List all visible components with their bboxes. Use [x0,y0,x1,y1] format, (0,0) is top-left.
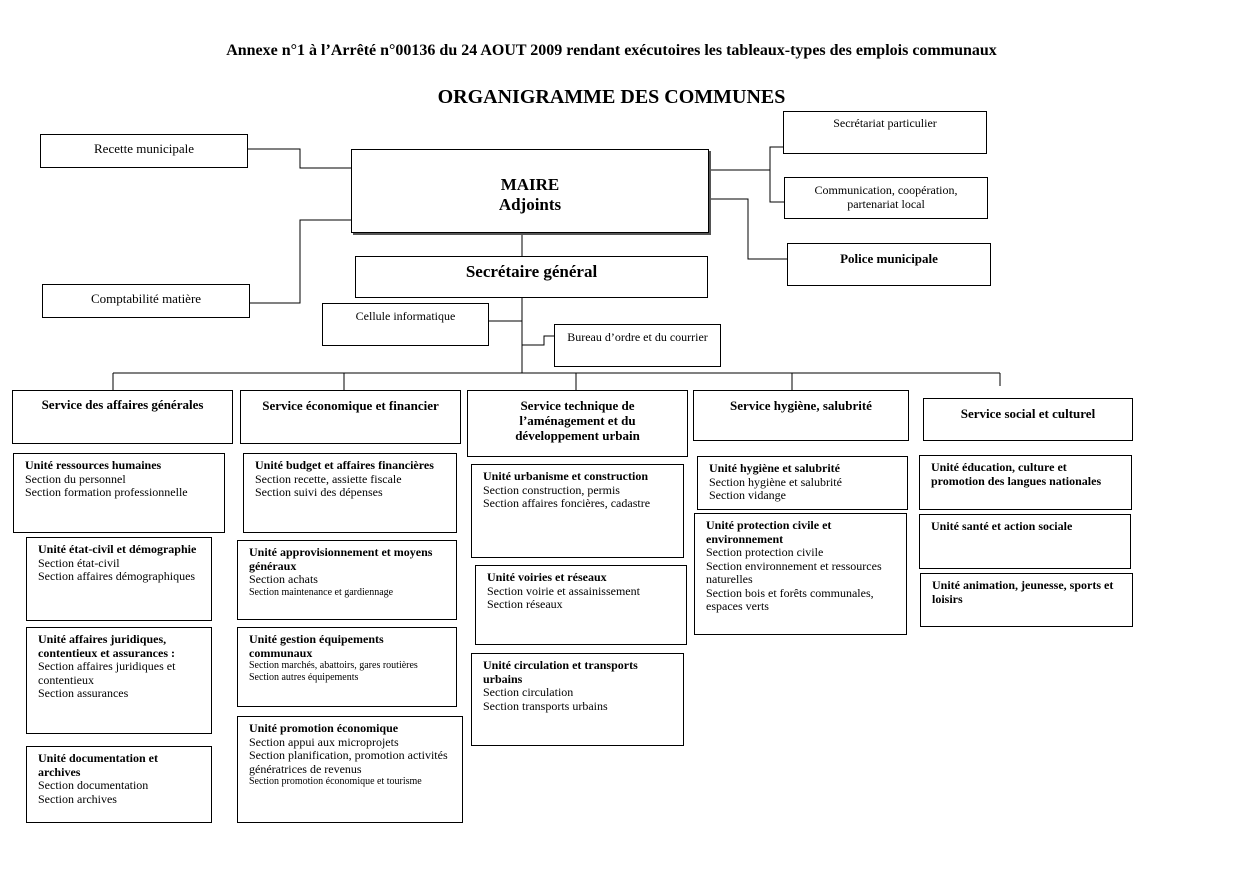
secretariat-particulier-label: Secrétariat particulier [833,116,937,130]
service-social-culturel-label: Service social et culturel [960,406,1096,421]
adjoints-label: Adjoints [498,195,562,214]
unit-section: Section planification, promotion activit… [249,748,448,776]
unit-section: Section appui aux microprojets [249,734,399,749]
unit-section: Section du personnel [25,471,126,486]
recette-municipale-label: Recette municipale [94,141,194,156]
unit-section: Section autres équipements [249,672,359,683]
unit-section: Section achats [249,572,318,586]
unit-section: Section environnement et ressources natu… [706,558,882,586]
secretaire-general-box: Secrétaire général [355,256,708,298]
unit-title: Unité hygiène et salubrité [709,461,840,475]
unit-etat-civil: Unité état-civil et démographie Section … [26,537,212,621]
unit-title: Unité protection civile et environnement [706,518,832,546]
unit-section: Section suivi des dépenses [255,485,383,499]
unit-section: Section voirie et assainissement [487,583,640,598]
unit-section: Section construction, permis [483,482,620,497]
unit-section: Section affaires juridiques et contentie… [38,659,176,687]
maire-box: MAIRE Adjoints [351,149,709,233]
unit-section: Section réseaux [487,597,563,611]
police-municipale-box: Police municipale [787,243,991,286]
bureau-ordre-box: Bureau d’ordre et du courrier [554,324,721,367]
unit-section: Section bois et forêts communales, espac… [706,585,874,613]
unit-section: Section hygiène et salubrité [709,474,842,489]
unit-section: Section maintenance et gardiennage [249,586,394,598]
service-affaires-generales-label: Service des affaires générales [41,397,204,412]
service-social-culturel: Service social et culturel [923,398,1133,441]
unit-ressources-humaines: Unité ressources humaines Section du per… [13,453,225,533]
unit-urbanisme-construction: Unité urbanisme et construction Section … [471,464,684,558]
service-economique-financier-label: Service économique et financier [262,398,439,413]
unit-documentation-archives: Unité documentation et archives Section … [26,746,212,823]
unit-section: Section affaires foncières, cadastre [483,496,651,510]
cellule-informatique-label: Cellule informatique [355,309,456,323]
unit-approvisionnement: Unité approvisionnement et moyens généra… [237,540,457,620]
unit-affaires-juridiques: Unité affaires juridiques, contentieux e… [26,627,212,734]
unit-circulation-transports: Unité circulation et transports urbains … [471,653,684,746]
unit-title: Unité documentation et archives [38,751,158,779]
unit-section: Section recette, assiette fiscale [255,471,402,486]
comptabilite-matiere-label: Comptabilité matière [90,291,202,306]
unit-education-culture: Unité éducation, culture et promotion de… [919,455,1132,510]
unit-title: Unité affaires juridiques, contentieux e… [38,632,175,660]
unit-title: Unité gestion équipements communaux [249,632,384,660]
unit-title: Unité promotion économique [249,721,399,735]
unit-sante-action-sociale: Unité santé et action sociale [919,514,1131,569]
unit-section: Section transports urbains [483,698,608,713]
recette-municipale-box: Recette municipale [40,134,248,168]
bureau-ordre-label: Bureau d’ordre et du courrier [567,330,708,344]
police-municipale-label: Police municipale [840,251,938,266]
unit-title: Unité état-civil et démographie [38,542,197,556]
unit-title: Unité éducation, culture et promotion de… [931,460,1102,488]
unit-title: Unité animation, jeunesse, sports et loi… [932,578,1114,606]
service-technique: Service technique de l’aménagement et du… [467,390,688,457]
unit-animation-jeunesse: Unité animation, jeunesse, sports et loi… [920,573,1133,627]
comptabilite-matiere-box: Comptabilité matière [42,284,250,318]
secretariat-particulier-box: Secrétariat particulier [783,111,987,154]
unit-protection-civile: Unité protection civile et environnement… [694,513,907,635]
unit-section: Section protection civile [706,545,824,559]
unit-section: Section état-civil [38,555,120,570]
maire-label: MAIRE [500,175,560,194]
unit-title: Unité ressources humaines [25,458,162,472]
unit-section: Section assurances [38,686,129,700]
secretaire-general-label: Secrétaire général [465,262,598,281]
unit-title: Unité urbanisme et construction [483,469,648,483]
unit-section: Section formation professionnelle [25,485,188,499]
unit-title: Unité approvisionnement et moyens généra… [249,545,433,573]
unit-section: Section circulation [483,685,574,699]
page-title: ORGANIGRAMME DES COMMUNES [437,86,786,108]
unit-title: Unité voiries et réseaux [487,570,607,584]
service-hygiene-salubrite-label: Service hygiène, salubrité [730,398,872,413]
unit-title: Unité santé et action sociale [931,519,1073,533]
cellule-informatique-box: Cellule informatique [322,303,489,346]
unit-section: Section affaires démographiques [38,569,196,583]
service-hygiene-salubrite: Service hygiène, salubrité [693,390,909,441]
unit-section: Section marchés, abattoirs, gares routiè… [249,660,418,671]
unit-section: Section archives [38,791,117,806]
communication-label: Communication, coopération, partenariat … [814,183,958,211]
annex-title: Annexe n°1 à l’Arrêté n°00136 du 24 AOUT… [226,42,997,59]
communication-box: Communication, coopération, partenariat … [784,177,988,219]
unit-promotion-economique: Unité promotion économique Section appui… [237,716,463,823]
unit-title: Unité circulation et transports urbains [483,658,638,686]
unit-title: Unité budget et affaires financières [255,458,434,472]
unit-section: Section vidange [709,488,786,502]
unit-budget-affaires-financieres: Unité budget et affaires financières Sec… [243,453,457,533]
service-technique-label: Service technique de l’aménagement et du… [515,398,640,443]
unit-section: Section documentation [38,778,149,792]
unit-hygiene-salubrite: Unité hygiène et salubrité Section hygiè… [697,456,908,510]
service-economique-financier: Service économique et financier [240,390,461,444]
unit-voiries-reseaux: Unité voiries et réseaux Section voirie … [475,565,687,645]
unit-gestion-equipements: Unité gestion équipements communaux Sect… [237,627,457,707]
unit-section: Section promotion économique et tourisme [249,776,422,787]
service-affaires-generales: Service des affaires générales [12,390,233,444]
